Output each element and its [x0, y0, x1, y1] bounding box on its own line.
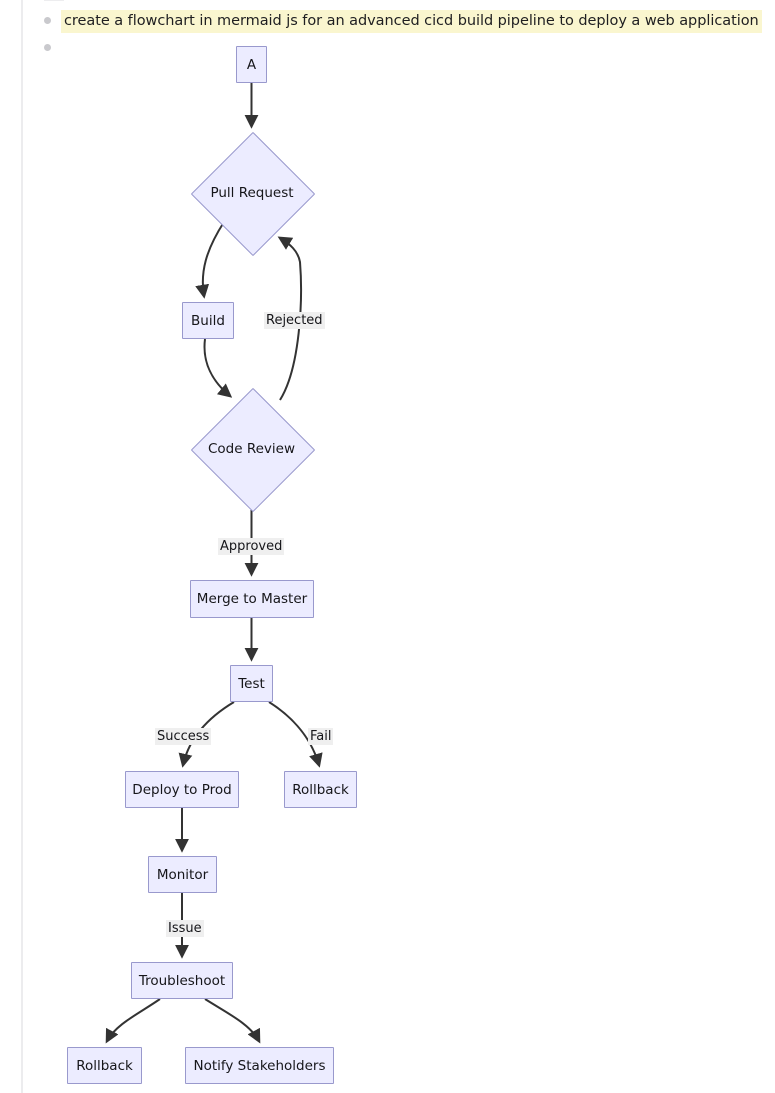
node-test[interactable]: Test [230, 665, 273, 702]
node-pull-request[interactable]: Pull Request [190, 131, 316, 257]
node-build[interactable]: Build [182, 302, 234, 339]
node-code-review-label: Code Review [207, 441, 296, 457]
node-merge-to-master[interactable]: Merge to Master [190, 580, 314, 618]
bullet-marker-prompt [44, 17, 51, 24]
edge-troubleshoot-to-rollback [105, 998, 161, 1044]
node-notify-stakeholders[interactable]: Notify Stakeholders [185, 1047, 334, 1084]
bullet-marker-response [44, 44, 51, 51]
node-a[interactable]: A [236, 46, 267, 83]
thread-rail [21, 0, 23, 1093]
edge-label-issue: Issue [166, 920, 204, 937]
edge-label-rejected: Rejected [264, 312, 325, 329]
edge-label-approved: Approved [218, 538, 285, 555]
node-monitor[interactable]: Monitor [148, 856, 217, 893]
edge-label-success: Success [155, 728, 212, 745]
prompt-text[interactable]: create a flowchart in mermaid js for an … [61, 10, 762, 33]
edge-label-fail: Fail [308, 728, 334, 745]
node-rollback-troubleshoot[interactable]: Rollback [67, 1047, 142, 1084]
node-rollback-fail[interactable]: Rollback [284, 771, 357, 808]
clipped-top-artifact [44, 0, 64, 1]
node-deploy-to-prod[interactable]: Deploy to Prod [125, 771, 239, 808]
node-code-review[interactable]: Code Review [190, 387, 315, 513]
node-troubleshoot[interactable]: Troubleshoot [131, 962, 233, 999]
edge-troubleshoot-to-notify [204, 998, 261, 1044]
node-pull-request-label: Pull Request [210, 185, 294, 201]
